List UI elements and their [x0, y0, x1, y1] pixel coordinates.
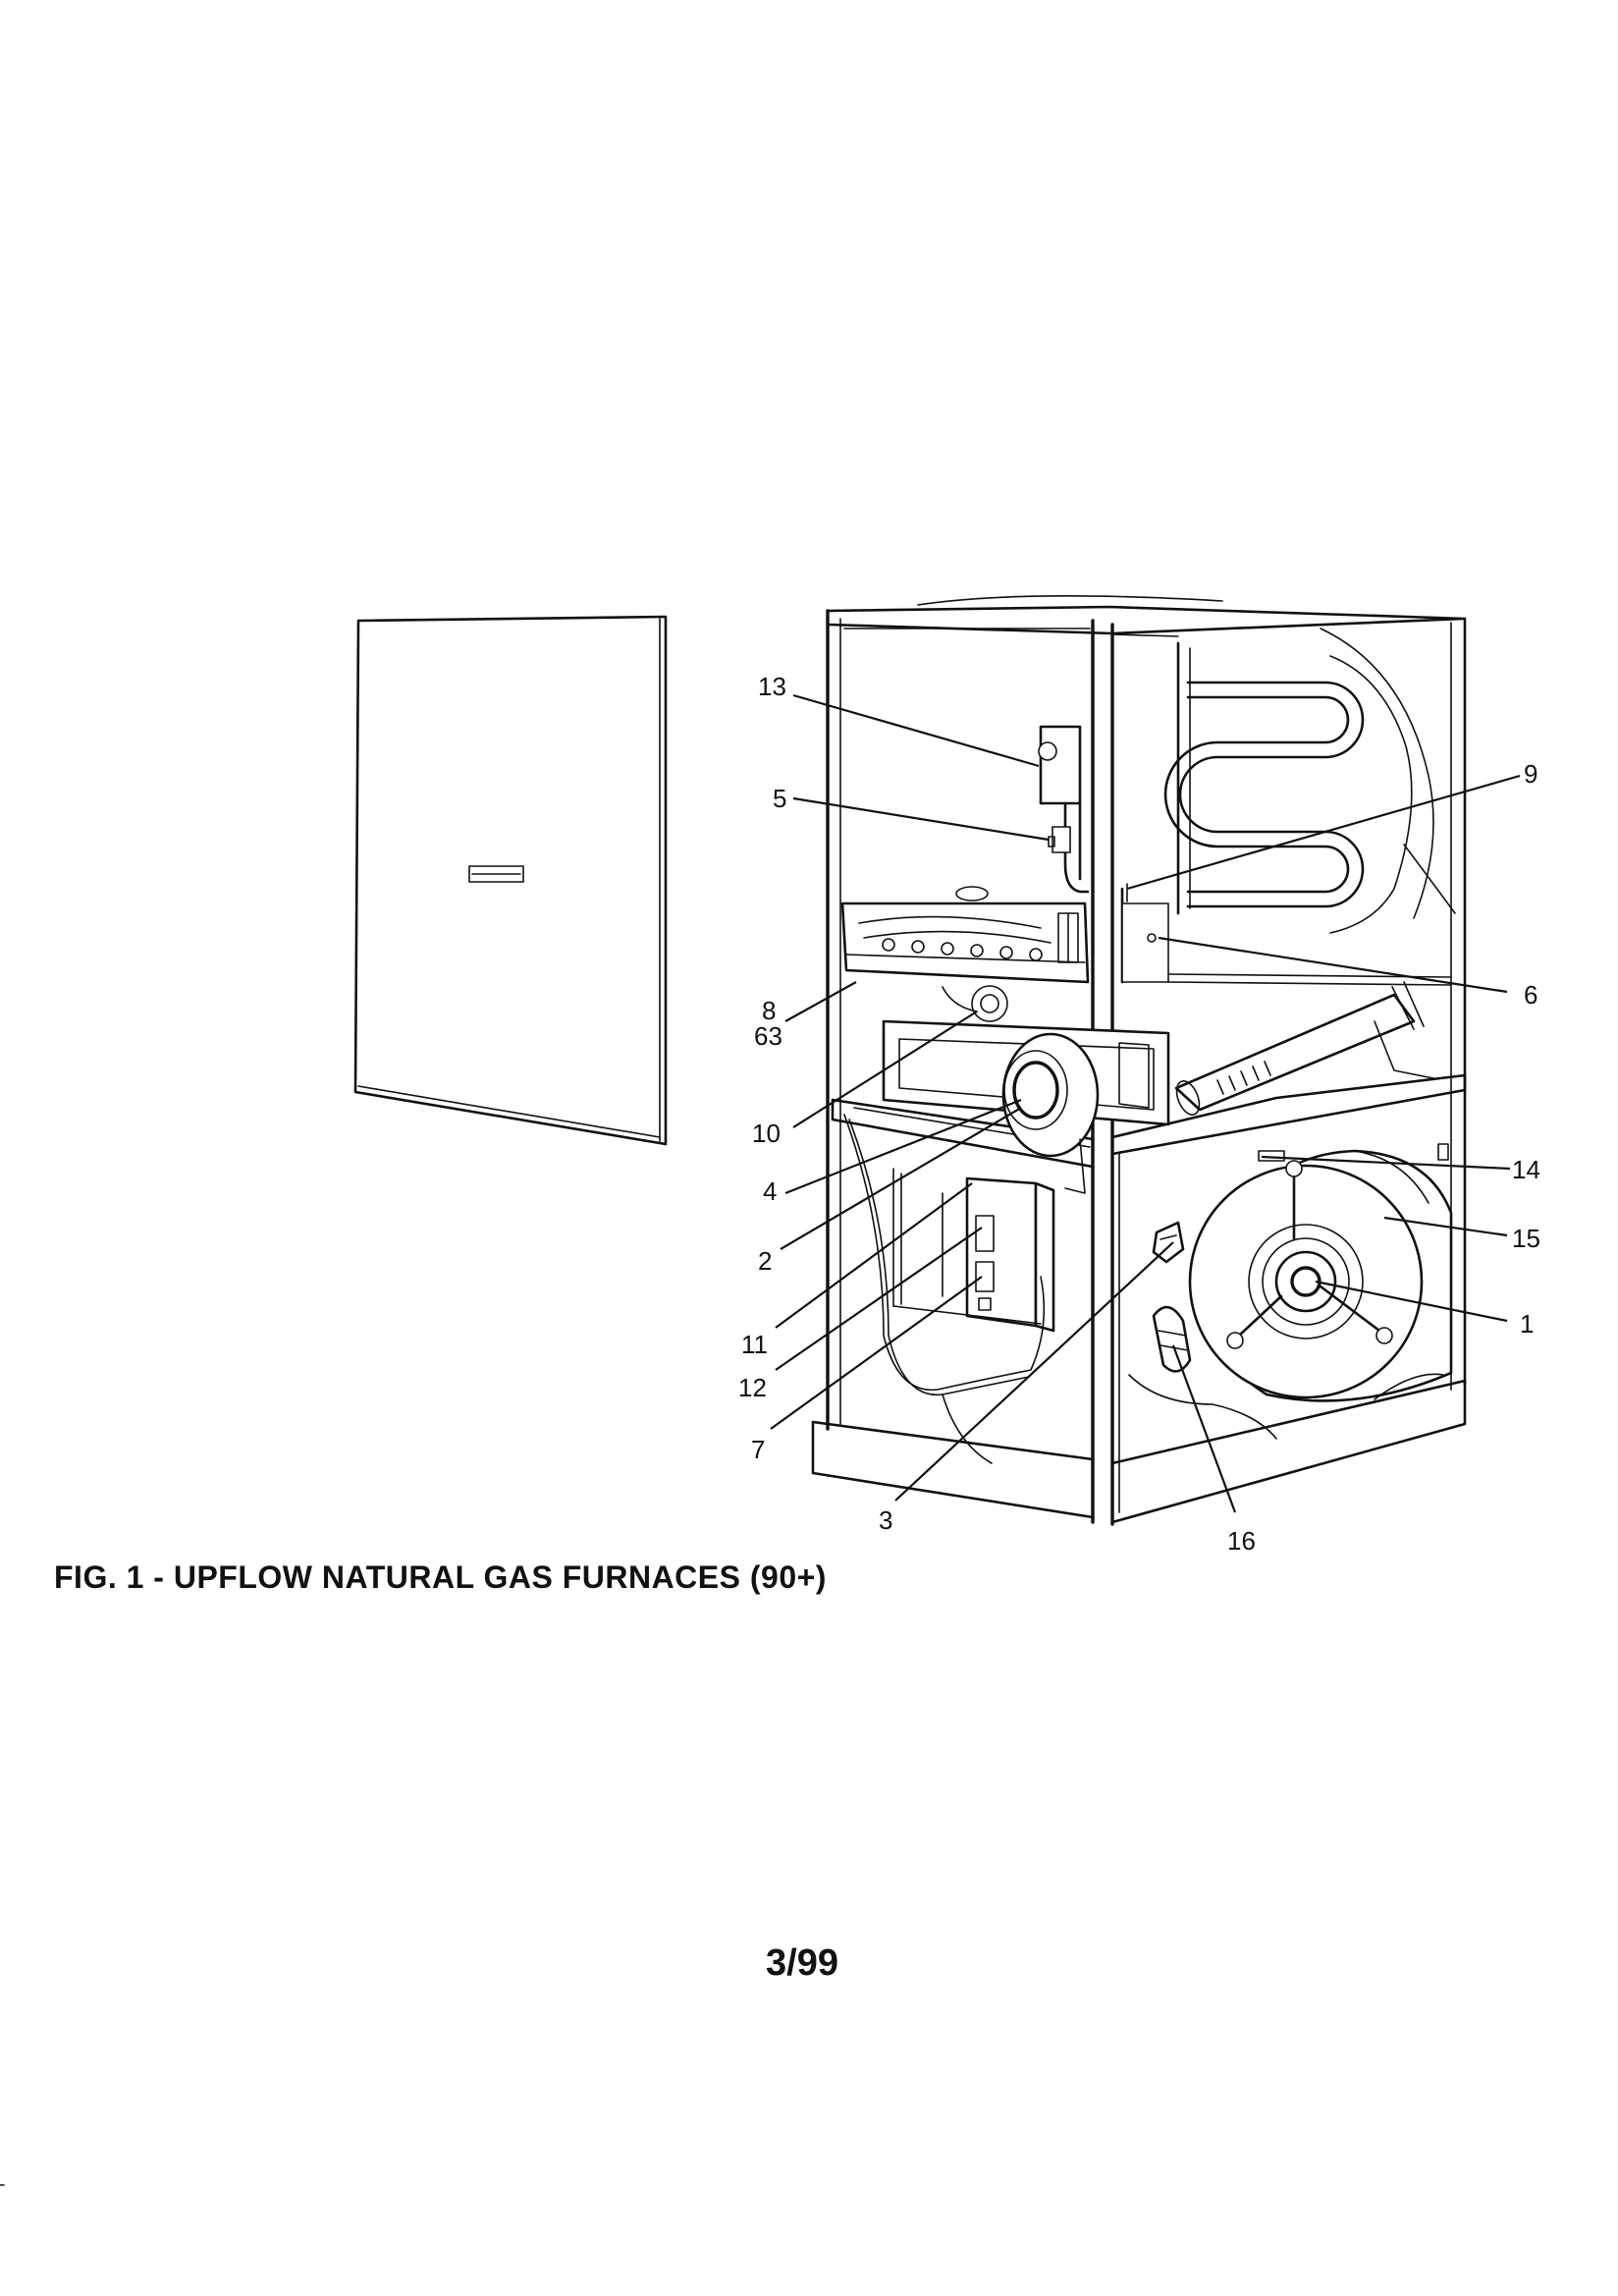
- leader-lines: [770, 693, 1521, 1513]
- capacitor: [1152, 1305, 1192, 1373]
- callout-15: 15: [1512, 1224, 1540, 1253]
- callout-6: 6: [1524, 980, 1537, 1010]
- callout-9: 9: [1524, 759, 1537, 789]
- inducer-motor: [1001, 1032, 1100, 1194]
- wiring-harness: [843, 1114, 1046, 1464]
- figure-caption: FIG. 1 - UPFLOW NATURAL GAS FURNACES (90…: [54, 1559, 827, 1595]
- burner-assembly: [840, 886, 1090, 984]
- gas-valve-assembly: [1038, 725, 1090, 894]
- callout-5: 5: [773, 784, 786, 813]
- callout-16: 16: [1227, 1526, 1256, 1556]
- control-box: [892, 1168, 1055, 1333]
- door-handle: [468, 865, 524, 883]
- callout-1: 1: [1520, 1309, 1534, 1339]
- callout-13: 13: [758, 672, 786, 701]
- secondary-heat-exchanger: [1174, 981, 1434, 1116]
- access-door-panel: [353, 615, 668, 1146]
- heat-exchanger: [1163, 628, 1456, 986]
- callout-12: 12: [738, 1373, 767, 1402]
- callout-2: 2: [758, 1246, 772, 1276]
- callout-63: 63: [754, 1021, 782, 1051]
- callout-10: 10: [752, 1119, 781, 1148]
- callout-11: 11: [741, 1330, 768, 1359]
- callout-4: 4: [763, 1176, 777, 1206]
- callout-labels: 13 5 9 6 8 63 10 4 2 11 12 7 3 16 14 15 …: [738, 672, 1540, 1556]
- callout-8: 8: [762, 996, 776, 1025]
- limit-switch-bracket: [1120, 883, 1169, 984]
- page-number: 3/99: [766, 1942, 838, 1984]
- callout-14: 14: [1512, 1155, 1540, 1184]
- callout-3: 3: [879, 1505, 892, 1535]
- blower-assembly: [1118, 1149, 1453, 1513]
- door-switch: [1152, 1221, 1185, 1264]
- blower-rail: [1258, 1143, 1449, 1162]
- callout-7: 7: [751, 1435, 765, 1464]
